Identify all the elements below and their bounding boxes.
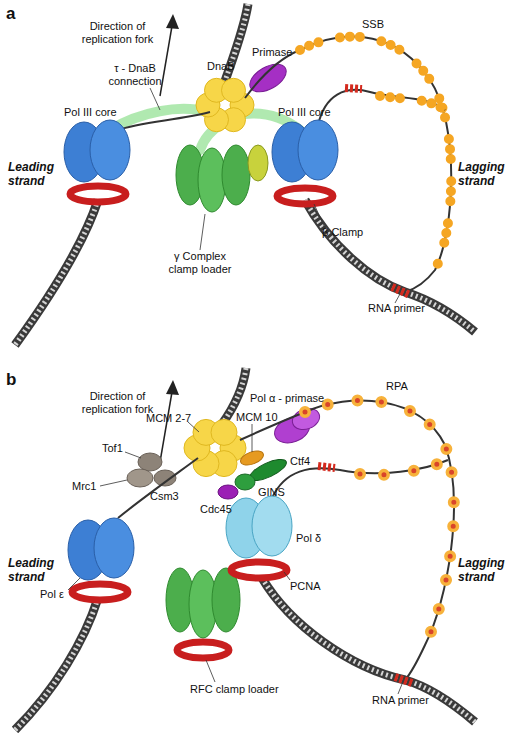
part-label: GINS	[258, 486, 298, 499]
rna-primer	[392, 287, 410, 295]
polymerase-core	[298, 120, 338, 180]
part-label: Pol ε	[40, 588, 80, 601]
part-label: MCM 2-7	[146, 412, 206, 425]
part-label: β Clamp	[322, 226, 382, 239]
leader-line	[252, 424, 253, 452]
direction-label: Direction of replication fork	[70, 20, 165, 46]
ssb-beads	[380, 96, 445, 110]
sliding-clamp	[70, 186, 126, 202]
part-label: τ - DnaB connection	[95, 62, 175, 88]
leader-line	[68, 578, 80, 590]
rna-primer	[345, 88, 362, 89]
polymerase-core	[90, 120, 130, 180]
direction-arrow	[160, 392, 172, 462]
leader-line	[284, 572, 290, 580]
polymerase-epsilon	[94, 518, 134, 578]
rna-primer	[318, 466, 335, 468]
part-label: Pol α - primase	[250, 392, 340, 405]
direction-arrow	[160, 26, 172, 96]
helicase-subunit	[222, 78, 246, 102]
rpa-beads	[360, 460, 448, 475]
primase	[245, 58, 291, 97]
single-strand-dna	[240, 400, 454, 680]
arrow-head	[166, 380, 179, 395]
panel-letter: a	[6, 4, 30, 23]
pcna-clamp	[72, 584, 128, 600]
part-label: Ctf4	[290, 455, 330, 468]
cdc45-protein	[218, 485, 238, 499]
part-label: RNA primer	[372, 694, 452, 707]
dna-helix-rungs	[15, 200, 98, 345]
dna-helix	[305, 200, 475, 332]
part-label: RPA	[386, 380, 426, 393]
rpa-beads-core	[360, 460, 448, 475]
part-label: Pol δ	[296, 532, 336, 545]
part-label: Tof1	[102, 442, 142, 455]
fork-protection-protein	[154, 470, 176, 486]
pcna-clamp	[231, 562, 287, 578]
helicase-subunit	[211, 419, 237, 445]
part-label: Primase	[252, 46, 312, 59]
polymerase-delta	[252, 496, 292, 556]
part-label: Mrc1	[72, 480, 112, 493]
part-label: RNA primer	[368, 302, 448, 315]
panel-letter: b	[6, 370, 30, 389]
part-label: Csm3	[150, 490, 190, 503]
part-label: RFC clamp loader	[190, 683, 300, 696]
leader-line	[125, 452, 141, 458]
clamp-loader-subunit	[248, 145, 268, 181]
fork-protection-protein	[138, 453, 162, 471]
part-label: MCM 10	[236, 411, 286, 424]
strand-label: Lagging strand	[458, 160, 508, 188]
part-label: Cdc45	[200, 503, 245, 516]
fork-protection-protein	[127, 469, 153, 487]
dna-helix	[15, 598, 98, 730]
dna-helix	[15, 200, 98, 345]
gins-protein	[235, 474, 255, 490]
part-label: Pol III core	[278, 106, 358, 119]
single-strand-dna	[318, 90, 445, 125]
dna-helix-rungs	[305, 200, 475, 332]
dna-helix-rungs	[15, 598, 98, 730]
leader-line	[100, 480, 127, 486]
part-label: SSB	[362, 18, 402, 31]
leader-line	[206, 660, 215, 682]
part-label: γ Complex clamp loader	[160, 250, 240, 276]
single-strand-dna	[118, 458, 198, 518]
strand-label: Lagging strand	[458, 556, 508, 584]
strand-label: Leading strand	[8, 160, 68, 188]
leader-line	[314, 204, 325, 228]
rna-primer	[395, 677, 412, 683]
single-strand-dna	[118, 112, 210, 130]
part-label: Pol III core	[64, 106, 144, 119]
part-label: DnaB	[207, 60, 247, 73]
tau-connection	[110, 109, 207, 130]
pcna-clamp	[177, 642, 229, 658]
strand-label: Leading strand	[8, 556, 68, 584]
sliding-clamp	[277, 188, 333, 204]
leader-line	[398, 684, 402, 694]
part-label: PCNA	[290, 580, 330, 593]
leader-line	[395, 294, 400, 303]
leader-line	[200, 214, 205, 250]
dna-helix-rungs	[262, 578, 475, 722]
dna-helix	[262, 578, 475, 722]
rpa-beads-core	[305, 400, 454, 645]
leader-line	[150, 88, 160, 110]
clamp-loader	[222, 145, 250, 205]
arrow-head	[166, 14, 179, 29]
rpa-beads	[305, 400, 454, 645]
